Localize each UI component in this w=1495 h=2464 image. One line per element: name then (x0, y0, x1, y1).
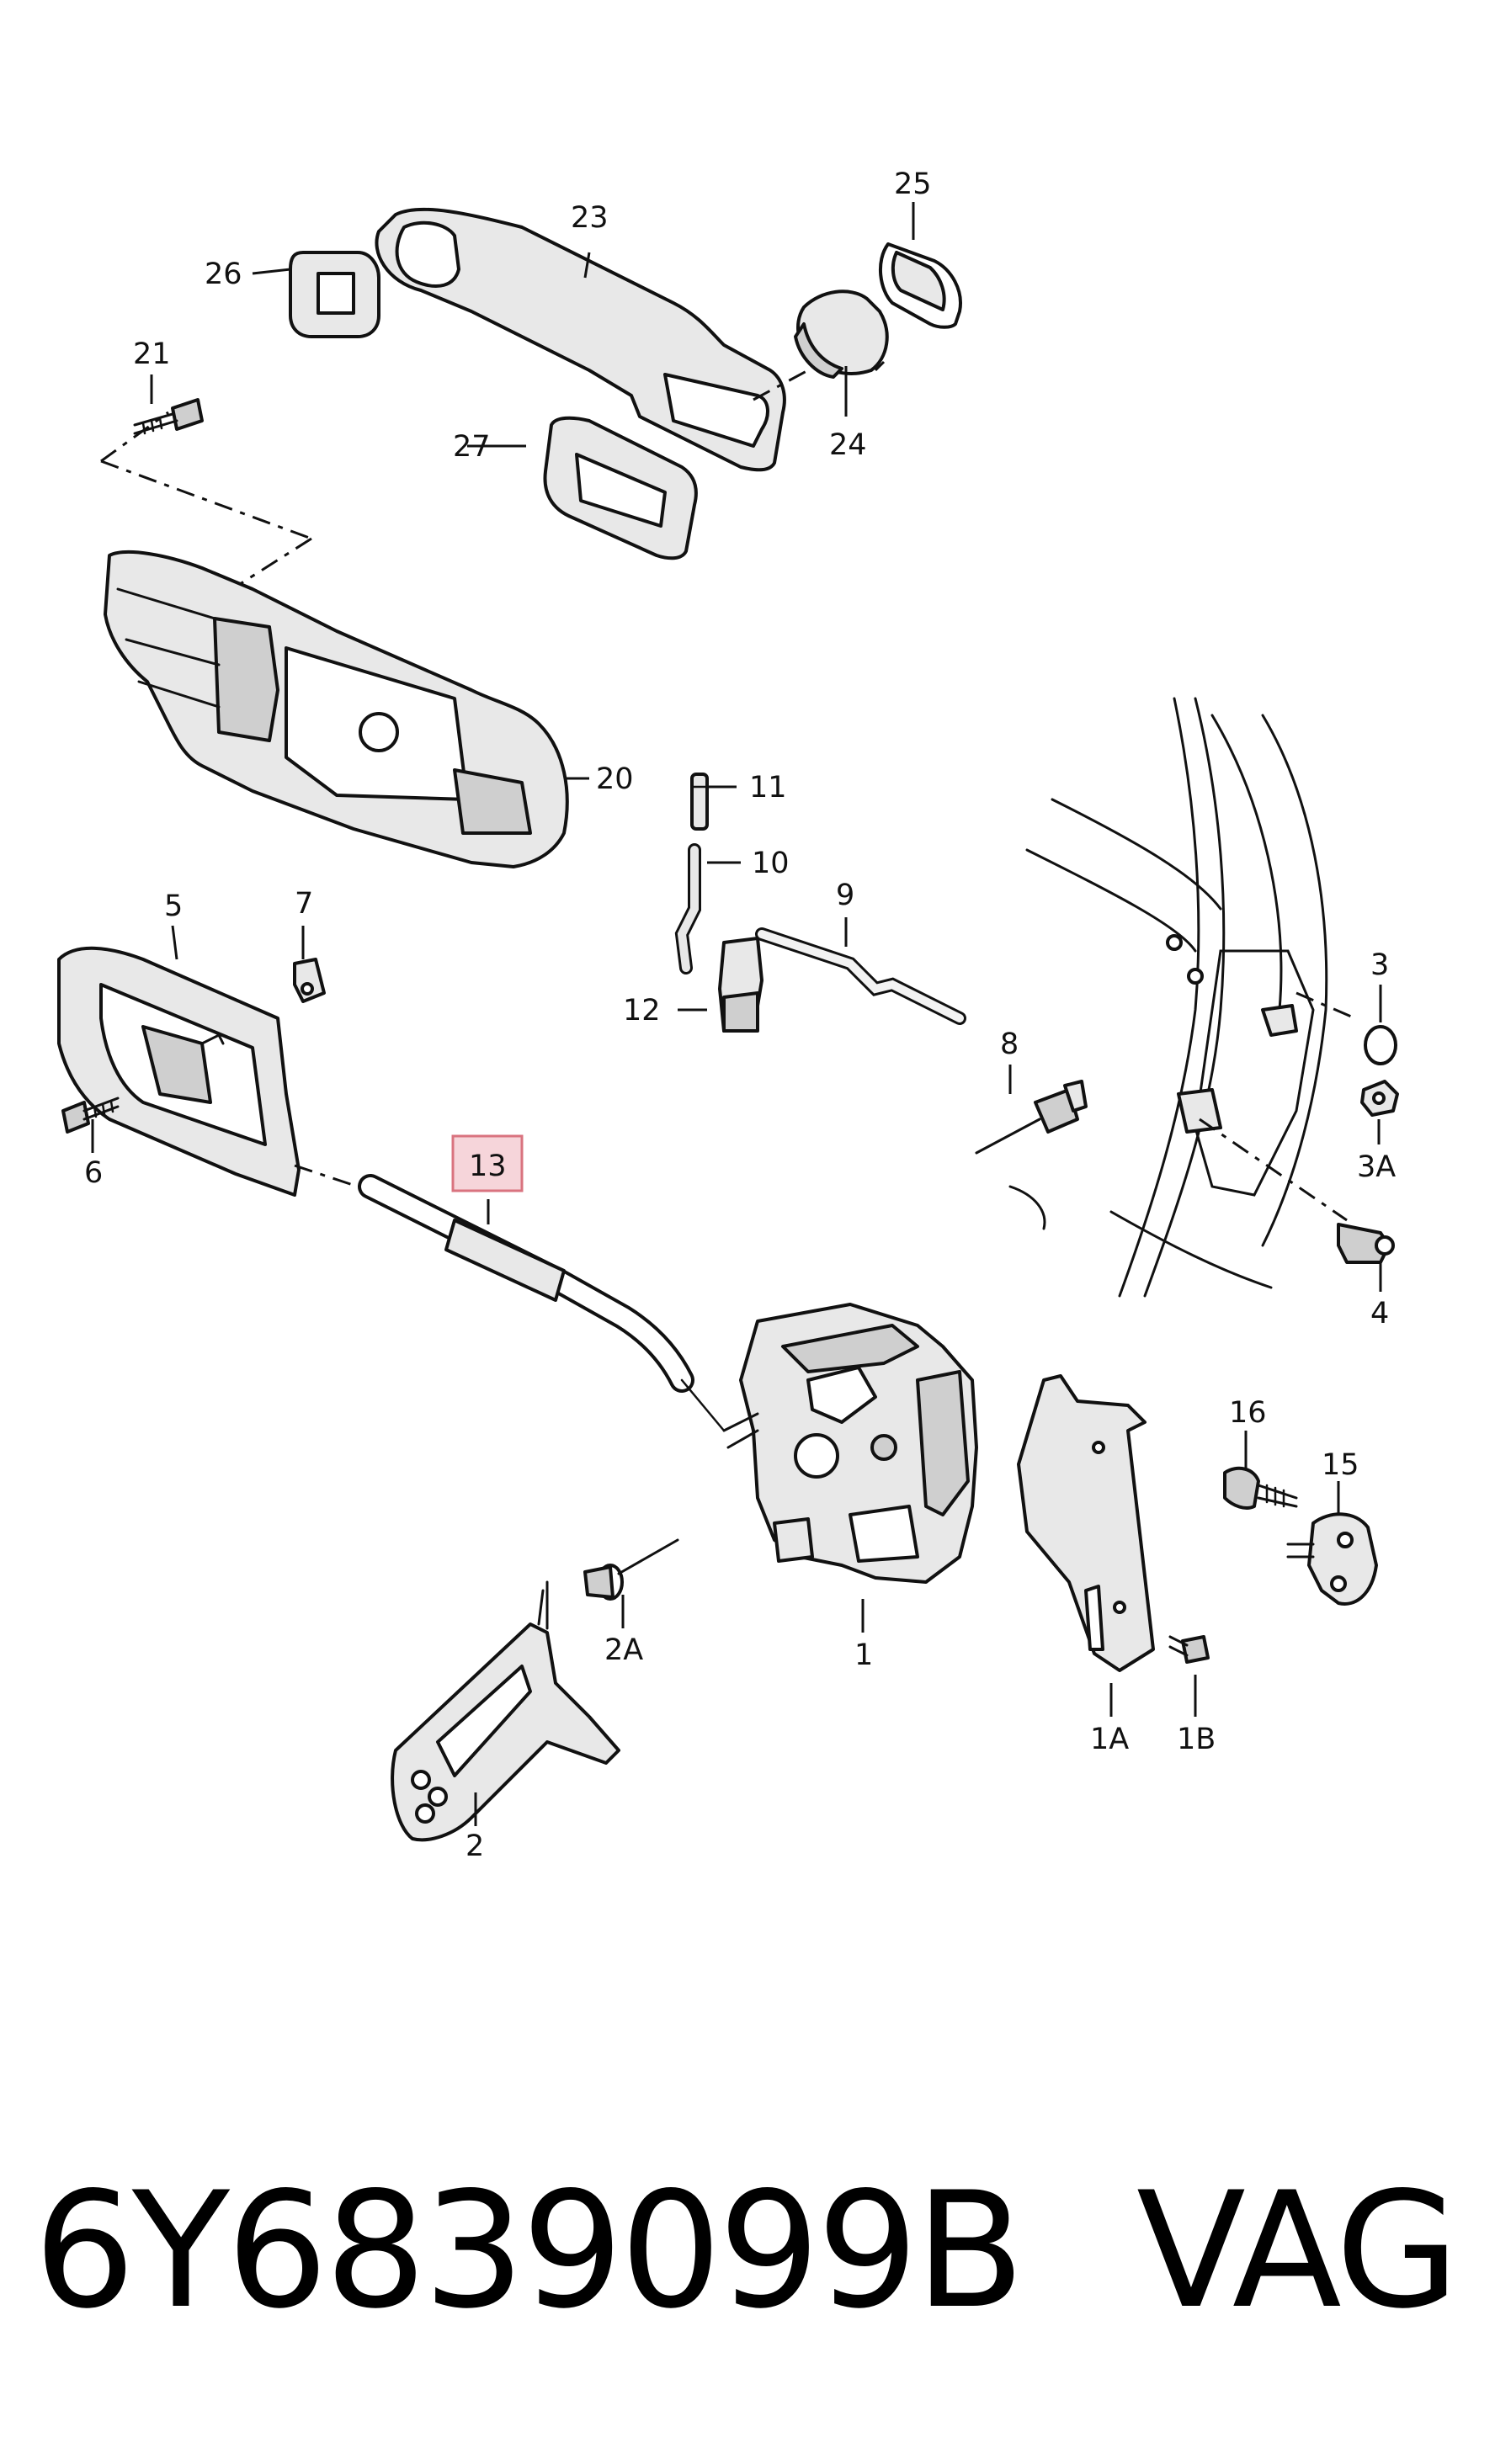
callout-8: 8 (1000, 1028, 1019, 1061)
callout-2A: 2A (604, 1633, 643, 1667)
callout-2: 2 (466, 1829, 484, 1863)
callout-3: 3 (1370, 948, 1389, 982)
mounting-plate-part-2 (391, 1580, 620, 1842)
bracket-part-12 (718, 937, 763, 1033)
cable-part-13 (358, 1174, 726, 1432)
door-frame (1008, 697, 1356, 1298)
callout-9: 9 (836, 879, 854, 912)
callout-27: 27 (453, 430, 491, 464)
cap-part-24 (794, 289, 889, 379)
callout-25: 25 (894, 167, 932, 201)
clip-part-7 (293, 958, 326, 1003)
ring-part-3 (1364, 1025, 1397, 1065)
callout-3A: 3A (1357, 1150, 1396, 1184)
callout-12: 12 (623, 994, 661, 1028)
part-number: 6Y6839099B (34, 2158, 1024, 2344)
callout-24: 24 (829, 428, 867, 462)
rivet-part-2A (583, 1538, 679, 1601)
screw-part-1B (1168, 1635, 1210, 1664)
rod-part-9 (755, 927, 966, 1025)
seal-part-26 (289, 251, 380, 338)
gasket-part-25 (878, 242, 962, 329)
callout-13: 13 (469, 1150, 507, 1183)
callout-5: 5 (164, 889, 183, 923)
callout-20: 20 (596, 762, 634, 796)
callout-6: 6 (84, 1156, 103, 1190)
callout-26: 26 (205, 258, 242, 291)
plate-part-15 (1286, 1512, 1378, 1606)
callout-4: 4 (1370, 1297, 1389, 1330)
leader-lines (91, 202, 1382, 1826)
callout-21: 21 (133, 337, 171, 371)
callout-1: 1 (854, 1638, 873, 1672)
screw-part-6 (61, 1097, 120, 1134)
bolt-part-4 (1337, 1223, 1395, 1264)
handle-carrier-part-20 (104, 550, 569, 868)
callout-1B: 1B (1177, 1723, 1216, 1756)
lock-part-1 (722, 1303, 978, 1584)
callout-1A: 1A (1090, 1723, 1129, 1756)
screw-part-16 (1223, 1466, 1298, 1510)
switch-part-8 (975, 1080, 1088, 1155)
brand-name: VAG (1136, 2158, 1460, 2344)
screw-part-21 (133, 398, 204, 435)
outer-handle-part-23 (375, 207, 786, 472)
nut-part-3A (1360, 1080, 1399, 1117)
callout-15: 15 (1322, 1448, 1359, 1482)
rod-part-10 (674, 843, 701, 974)
interior-handle-part-5 (57, 946, 301, 1197)
callout-16: 16 (1229, 1396, 1267, 1430)
gasket-part-27 (543, 416, 698, 560)
callout-10: 10 (752, 847, 790, 880)
callout-7: 7 (295, 887, 313, 921)
callout-11: 11 (749, 771, 787, 805)
pin-part-11 (690, 773, 709, 831)
cover-part-1A (1017, 1374, 1155, 1672)
callout-23: 23 (571, 201, 609, 235)
highlight-box-13 (451, 1134, 524, 1192)
